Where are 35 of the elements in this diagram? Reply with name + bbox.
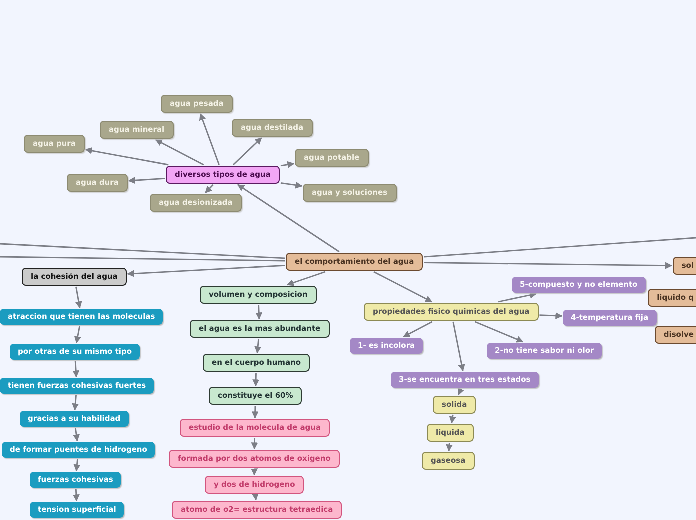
connector-arrow	[286, 271, 326, 286]
connector-arrow	[449, 414, 456, 424]
connector-arrow	[252, 372, 260, 387]
connector-arrow	[199, 113, 220, 166]
connector-arrow	[252, 406, 259, 419]
connector-arrow	[251, 468, 258, 476]
connector-arrow	[238, 184, 340, 253]
connector-arrow	[452, 322, 466, 372]
connector-arrow	[75, 286, 82, 309]
connector-arrow	[458, 388, 464, 396]
connector-arrow	[72, 488, 80, 502]
connector-arrow	[280, 182, 303, 189]
connector-arrow	[540, 312, 563, 320]
connector-arrow	[155, 139, 204, 166]
connector-arrow	[251, 438, 258, 450]
connector-arrow	[72, 394, 80, 411]
connector-arrow	[424, 262, 672, 270]
connector-arrow	[252, 493, 259, 501]
connector-arrow	[73, 428, 80, 442]
connector-arrow	[254, 338, 262, 354]
connector-arrow	[403, 321, 433, 338]
connector-arrow	[256, 304, 263, 320]
connector-arrow	[74, 326, 82, 344]
connector-arrow	[72, 360, 80, 378]
connector-arrow	[128, 177, 166, 184]
connector-arrow	[446, 442, 454, 452]
connector-arrow	[498, 292, 538, 303]
connector-arrow	[127, 265, 286, 278]
connector-arrow	[374, 271, 433, 303]
connector-arrow	[205, 184, 214, 194]
connector-arrow	[74, 458, 81, 472]
connector-arrow	[280, 161, 295, 168]
connector-arrow	[475, 321, 524, 343]
connector-arrow	[85, 147, 169, 166]
connector-arrow	[233, 138, 262, 166]
